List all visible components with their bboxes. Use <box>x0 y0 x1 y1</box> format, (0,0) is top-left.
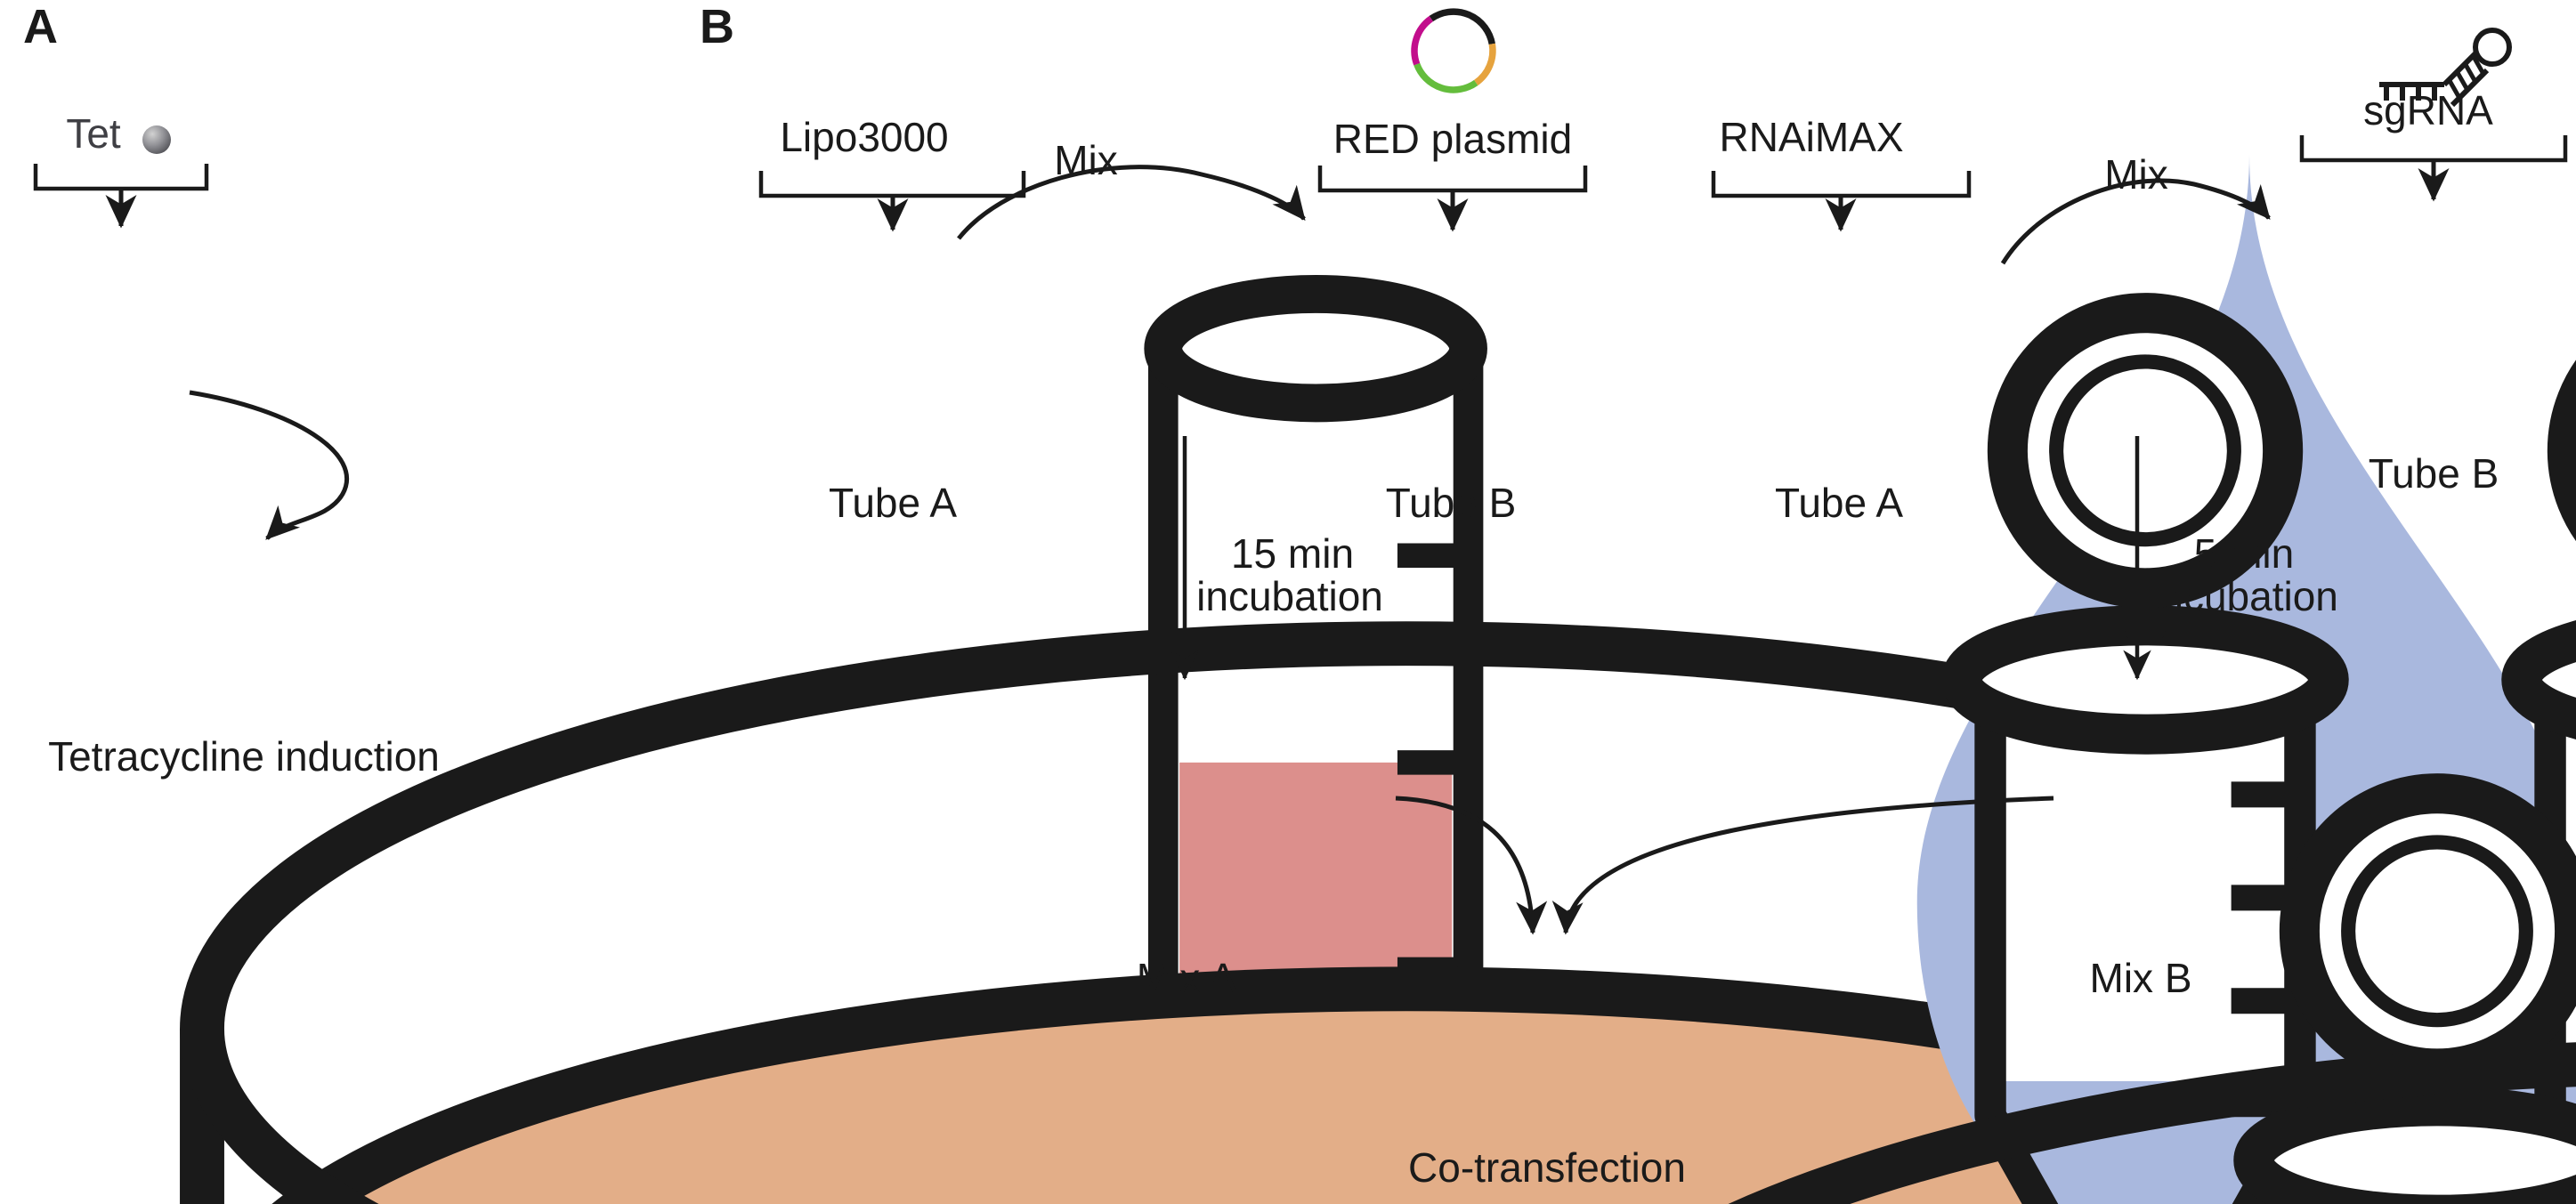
tube-a1-label: Tube A <box>829 480 957 526</box>
lipo3000-label: Lipo3000 <box>780 114 948 160</box>
mix-a-label: Mix A <box>1137 955 1237 1001</box>
panel-a-bracket <box>33 164 209 191</box>
mix-left: Mix <box>957 137 1306 240</box>
panel-b: B Lipo3000 Tube A Mix RED plasmid <box>700 0 2576 1204</box>
incubation-right-line2: incubation <box>2151 573 2338 619</box>
incubation-left-line2: incubation <box>1196 573 1383 619</box>
panel-b-letter: B <box>700 0 734 53</box>
incubation-right: 5 min incubation Mix B <box>2090 436 2338 1001</box>
mix-right-label: Mix <box>2104 151 2168 198</box>
converge-left-curved-arrow-icon <box>1395 796 1548 935</box>
converge-right-curved-arrow-icon <box>1551 796 2054 935</box>
lipo3000-bracket <box>758 171 1026 198</box>
column-red-plasmid: RED plasmid Tube B <box>1317 8 2576 1204</box>
red-plasmid-bracket <box>1317 166 1588 193</box>
sgrna-hairpin-icon <box>2379 28 2512 108</box>
plasmid-circle-icon <box>1411 8 1496 93</box>
incubation-right-line1: 5 min <box>2194 530 2294 577</box>
tet-label: Tet <box>66 110 121 157</box>
plasmid-segment-magenta <box>1411 15 1434 66</box>
tube-b2-label: Tube B <box>2369 450 2499 497</box>
panel-a: A Tet Tetracycline induction <box>23 0 2576 1204</box>
tube-a2-label: Tube A <box>1775 480 1903 526</box>
plasmid-segment-orange <box>1473 43 1496 86</box>
co-transfection-group: Co-transfection <box>1395 796 2576 1204</box>
plasmid-segment-green <box>1414 62 1478 93</box>
mix-left-curved-arrow-icon <box>957 165 1306 240</box>
incubation-left: 15 min incubation Mix A <box>1137 436 2576 1204</box>
plasmid-segment-backbone <box>1429 8 1495 45</box>
column-rnaimax: RNAiMAX Tube A <box>1711 114 1972 526</box>
tet-powder-sphere-icon <box>142 125 171 154</box>
column-sgrna: sgRNA Tube B <box>2299 28 2568 497</box>
sgrna-label: sgRNA <box>2363 87 2493 133</box>
panel-a-curved-arrow-icon <box>189 390 350 540</box>
rnaimax-label: RNAiMAX <box>1719 114 1903 160</box>
mix-a-tube-icon <box>2254 794 2576 1204</box>
panel-a-dish-caption: Tetracycline induction <box>48 733 440 780</box>
mix-right-curved-arrow-icon <box>2000 178 2271 265</box>
mix-b-label: Mix B <box>2090 955 2192 1001</box>
red-plasmid-label: RED plasmid <box>1333 116 1572 162</box>
panel-b-dish-caption: Co-transfection <box>1408 1144 1686 1191</box>
rnaimax-bracket <box>1711 171 1972 198</box>
mix-right: Mix <box>2000 151 2271 265</box>
column-lipo3000: Lipo3000 Tube A <box>758 114 2576 1204</box>
tube-b1-label: Tube B <box>1386 480 1517 526</box>
panel-a-letter: A <box>23 0 58 53</box>
sgrna-bracket <box>2299 135 2568 163</box>
incubation-left-line1: 15 min <box>1231 530 1354 577</box>
